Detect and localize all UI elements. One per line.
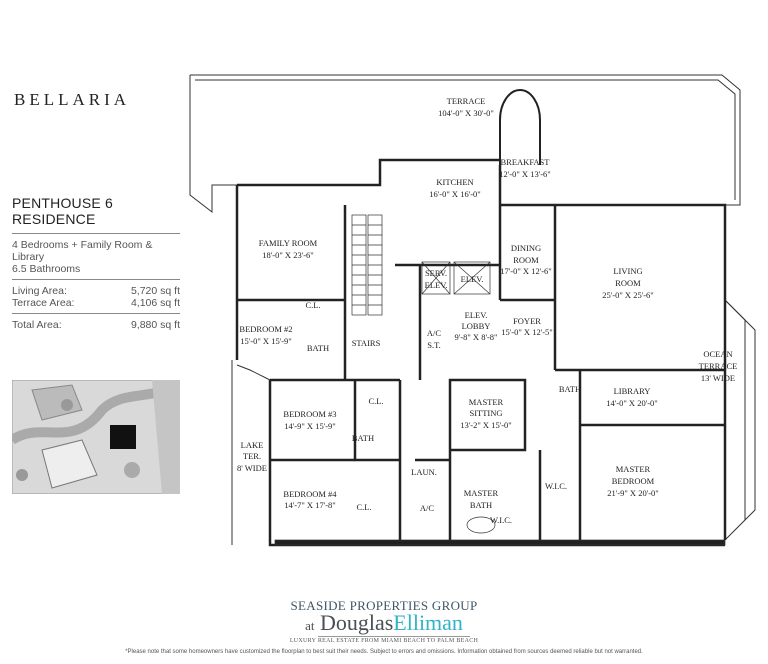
bath-bedroom-3-label: BATH: [352, 433, 374, 443]
living-area-value: 5,720 sq ft: [130, 285, 180, 297]
baths-summary: 6.5 Bathrooms: [12, 263, 81, 275]
logo-douglas: Douglas: [319, 610, 394, 635]
logo-at: at: [305, 618, 315, 633]
brand-logo: BELLARIA: [14, 90, 131, 109]
walk-in-closet-1-label: W.I.C.: [545, 481, 567, 491]
laundry-label: LAUN.: [411, 467, 437, 477]
terrace-area-row: Terrace Area: 4,106 sq ft: [12, 297, 180, 309]
stairs-label: STAIRS: [352, 338, 381, 348]
total-area-value: 9,880 sq ft: [130, 319, 180, 331]
residence-title: PENTHOUSE 6 RESIDENCE: [12, 195, 113, 227]
service-elevator-label: SERV.ELEV.: [425, 268, 448, 290]
logo-line-1: SEASIDE PROPERTIES GROUP: [290, 598, 478, 613]
divider: [12, 313, 180, 314]
storage-label: S.T.: [427, 340, 441, 350]
ac-2-label: A/C: [420, 503, 435, 513]
ac-label: A/C: [427, 328, 442, 338]
elevator-label: ELEV.: [461, 274, 484, 284]
site-map-image: [12, 380, 180, 494]
living-area-label: Living Area:: [12, 285, 67, 297]
terrace-area-value: 4,106 sq ft: [130, 297, 180, 309]
closet-bedroom-2-label: C.L.: [305, 300, 320, 310]
divider: [12, 279, 180, 280]
logo-divider: [318, 636, 470, 637]
logo-douglas-elliman: at DouglasElliman: [0, 610, 768, 636]
living-area-row: Living Area: 5,720 sq ft: [12, 285, 180, 297]
total-area-row: Total Area: 9,880 sq ft: [12, 319, 180, 331]
building-marker: [110, 425, 136, 449]
rooms-summary: 4 Bedrooms + Family Room & Library: [12, 239, 153, 263]
divider: [12, 233, 180, 234]
logo-tagline: LUXURY REAL ESTATE FROM MIAMI BEACH TO P…: [289, 638, 479, 644]
logo-elliman: Elliman: [393, 610, 463, 635]
closet-bedroom-4-label: C.L.: [356, 502, 371, 512]
walk-in-closet-2-label: W.I.C.: [490, 515, 512, 525]
disclaimer: *Please note that some homeowners have c…: [125, 649, 643, 655]
total-area-label: Total Area:: [12, 319, 62, 331]
residence-info-panel: PENTHOUSE 6 RESIDENCE 4 Bedrooms + Famil…: [12, 195, 180, 331]
closet-bedroom-3-label: C.L.: [368, 396, 383, 406]
bath-bedroom-2-label: BATH: [307, 343, 329, 353]
terrace-area-label: Terrace Area:: [12, 297, 75, 309]
powder-bath-label: BATH: [559, 384, 581, 394]
